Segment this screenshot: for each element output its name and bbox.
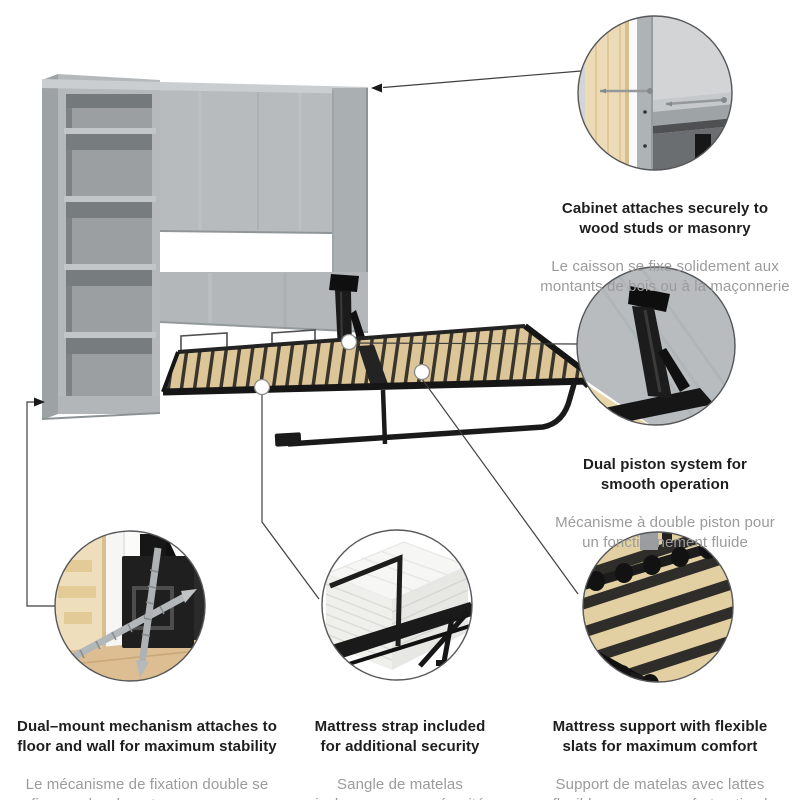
screw-icon — [600, 88, 727, 107]
feature-strap-title-en: Mattress strap included for additional s… — [314, 718, 486, 755]
cabinet-top-face — [42, 79, 368, 94]
cabinet-bridge — [42, 79, 368, 234]
callout-line-dual-mount — [26, 401, 55, 607]
mattress-strap-wires — [180, 329, 316, 352]
feature-slats-title-en: Mattress support with flexible slats for… — [552, 718, 768, 755]
headboard-panel — [159, 272, 369, 333]
bookcase — [41, 74, 161, 420]
callout-circle-dual-mount-image — [54, 530, 206, 682]
callout-circle-cabinet-image — [577, 15, 733, 171]
callout-line-strap — [261, 394, 320, 600]
callout-line-slats — [421, 378, 579, 595]
callout-line-cabinet — [382, 70, 582, 89]
feature-text-slats: Mattress support with flexible slats for… — [518, 699, 800, 800]
feature-cabinet-title-en: Cabinet attaches securely to wood studs … — [561, 200, 769, 237]
feature-strap-title-fr: Sangle de matelas incluse pour une sécur… — [315, 776, 484, 800]
arrow-right-icon — [34, 397, 45, 407]
floor-foot — [274, 432, 302, 447]
murphy-bed-illustration — [41, 74, 591, 447]
bookcase-shelves — [64, 128, 156, 338]
callout-line-piston — [348, 342, 579, 345]
feature-slats-title-fr: Support de matelas avec lattes flexibles… — [552, 776, 767, 800]
callout-circle-strap-image — [321, 529, 473, 681]
marker-dot-slats — [413, 363, 431, 381]
arrow-left-icon — [371, 83, 382, 93]
cabinet-right-pillar — [332, 88, 368, 274]
feature-dual-mount-title-fr: Le mécanisme de fixation double se fixe … — [25, 776, 269, 800]
deck-center-rail — [358, 345, 388, 386]
feature-cabinet-title-fr: Le caisson se fixe solidement aux montan… — [540, 258, 790, 295]
feature-dual-mount-title-en: Dual–mount mechanism attaches to floor a… — [17, 718, 277, 755]
bed-deck — [161, 323, 591, 396]
feature-piston-title-fr: Mécanisme à double piston pour un foncti… — [555, 514, 775, 551]
marker-dots — [253, 333, 431, 396]
deck-front-rail — [162, 377, 591, 396]
handle-bar — [274, 383, 577, 447]
lag-screw-icon — [56, 547, 197, 678]
feature-text-cabinet: Cabinet attaches securely to wood studs … — [528, 181, 800, 315]
marker-dot-piston — [340, 333, 358, 351]
feature-text-piston: Dual piston system for smooth operation … — [535, 437, 795, 571]
feature-text-dual-mount: Dual–mount mechanism attaches to floor a… — [8, 699, 286, 800]
callout-lines — [26, 70, 582, 607]
feature-text-strap: Mattress strap included for additional s… — [300, 699, 500, 800]
callout-circle-piston-image — [576, 266, 736, 426]
marker-dot-strap — [253, 378, 271, 396]
strap-band — [329, 554, 403, 647]
callout-circle-slats-image — [582, 531, 734, 683]
feature-piston-title-en: Dual piston system for smooth operation — [583, 456, 747, 493]
